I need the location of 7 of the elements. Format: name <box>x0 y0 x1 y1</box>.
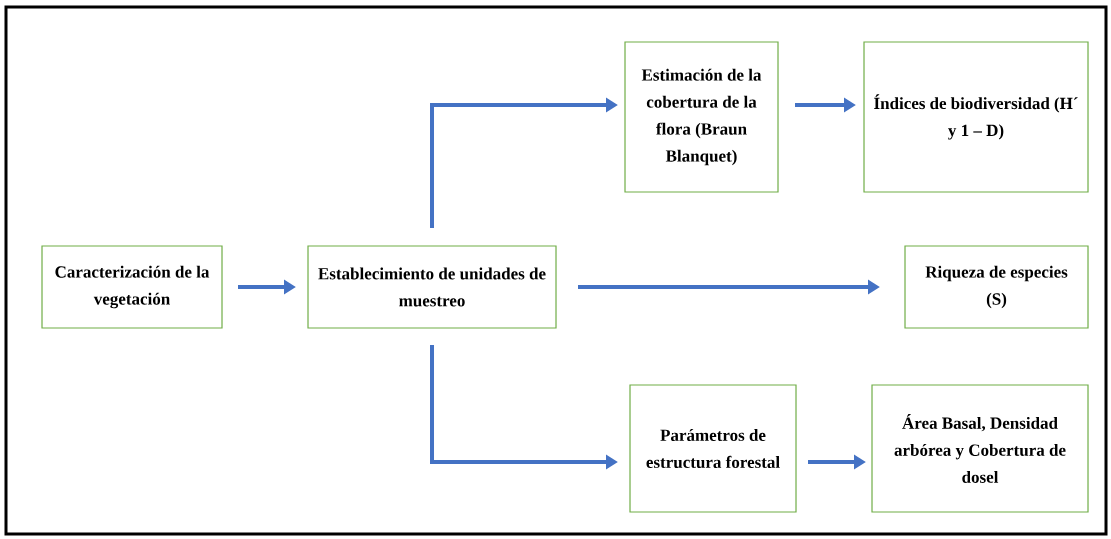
process-box: Estimación de la cobertura de la flora (Braun Blanquet) <box>624 41 779 193</box>
process-box: Área Basal, Densidad arbórea y Cobertura de dosel <box>871 384 1089 513</box>
process-box: Parámetros de estructura forestal <box>629 384 797 513</box>
process-box: Caracterización de la vegetación <box>41 245 223 329</box>
process-box: Establecimiento de unidades de muestreo <box>307 245 557 329</box>
process-box: Riqueza de especies (S) <box>904 245 1089 329</box>
process-box: Índices de biodiversidad (H´ y 1 – D) <box>863 41 1089 193</box>
